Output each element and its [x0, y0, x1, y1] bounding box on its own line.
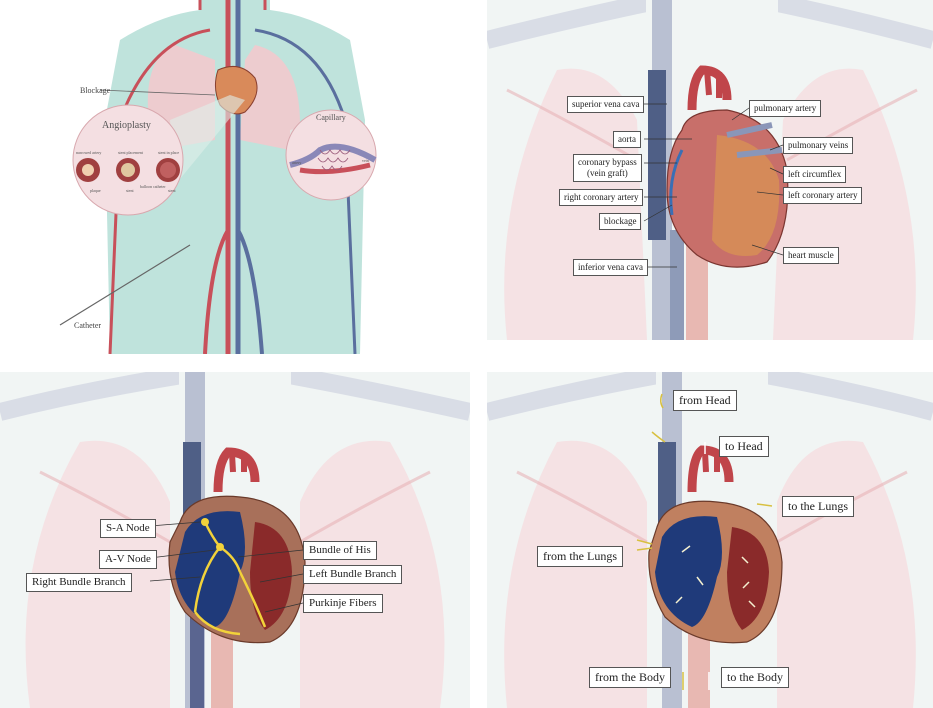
blood-flow-illustration — [487, 372, 933, 708]
label-right-coronary-artery: right coronary artery — [559, 189, 644, 206]
label-to-the-body: to the Body — [721, 667, 789, 688]
label-pulmonary-artery: pulmonary artery — [749, 100, 822, 117]
sublabel-balloon-catheter: balloon catheter — [140, 184, 166, 189]
capillary-title: Capillary — [316, 113, 346, 122]
label-av-node: A-V Node — [99, 550, 157, 569]
label-coronary-bypass-line2: (vein graft) — [587, 168, 628, 178]
label-coronary-bypass-line1: coronary bypass — [578, 157, 637, 167]
label-from-head: from Head — [673, 390, 737, 411]
label-superior-vena-cava: superior vena cava — [567, 96, 645, 113]
label-left-circumflex: left circumflex — [783, 166, 847, 183]
label-left-bundle-branch: Left Bundle Branch — [303, 565, 403, 584]
sublabel-plaque: plaque — [90, 188, 101, 193]
capillary-vein-label: vein — [362, 158, 369, 163]
label-coronary-bypass: coronary bypass (vein graft) — [573, 154, 642, 182]
label-pulmonary-veins: pulmonary veins — [783, 137, 854, 154]
label-to-head: to Head — [719, 436, 769, 457]
label-bundle-of-his: Bundle of His — [303, 541, 377, 560]
heart-anatomy-illustration — [487, 0, 933, 340]
label-right-bundle-branch: Right Bundle Branch — [26, 573, 132, 592]
label-to-the-lungs: to the Lungs — [782, 496, 854, 517]
angioplasty-title: Angioplasty — [102, 120, 151, 131]
sublabel-stent-2: stent — [168, 188, 176, 193]
label-left-coronary-artery: left coronary artery — [783, 187, 863, 204]
label-blockage: blockage — [599, 213, 642, 230]
sublabel-stent: stent — [126, 188, 134, 193]
body-illustration — [59, 0, 377, 354]
label-from-the-lungs: from the Lungs — [537, 546, 623, 567]
label-purkinje-fibers: Purkinje Fibers — [303, 594, 383, 613]
label-aorta: aorta — [613, 131, 641, 148]
blockage-caption: Blockage — [80, 86, 111, 95]
panel-blood-flow: from Head to Head to the Lungs from the … — [487, 372, 933, 708]
step-narrowed-artery: narrowed artery — [76, 150, 102, 155]
panel-heart-anatomy: superior vena cava aorta coronary bypass… — [487, 0, 933, 340]
capillary-artery-label: artery — [292, 160, 302, 165]
catheter-caption: Catheter — [74, 321, 102, 330]
label-sa-node: S-A Node — [100, 519, 156, 538]
conduction-illustration — [0, 372, 470, 708]
panel-circulatory-body: Blockage Angioplasty Capillary Catheter … — [0, 0, 466, 354]
label-inferior-vena-cava: inferior vena cava — [573, 259, 648, 276]
label-heart-muscle: heart muscle — [783, 247, 839, 264]
step-stent-in-place: stent in place — [158, 150, 180, 155]
label-from-the-body: from the Body — [589, 667, 671, 688]
panel-conduction-system: S-A Node A-V Node Right Bundle Branch Bu… — [0, 372, 470, 708]
step-stent-placement: stent placement — [118, 150, 143, 155]
